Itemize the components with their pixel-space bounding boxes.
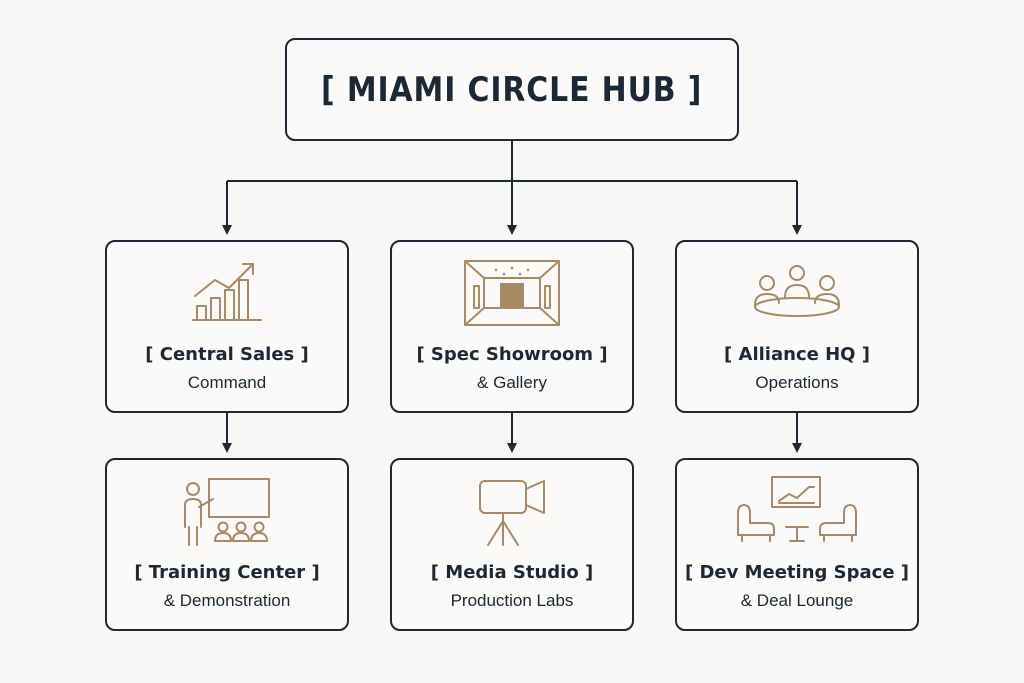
lounge-icon [737, 476, 857, 542]
node-subtitle: & Gallery [477, 373, 547, 392]
node-spec-showroom: [ Spec Showroom ] & Gallery [390, 240, 634, 413]
node-subtitle: & Demonstration [163, 591, 291, 610]
node-alliance-hq: [ Alliance HQ ] Operations [675, 240, 919, 413]
node-title: [ Alliance HQ ] [724, 344, 870, 365]
hub-box: [ MIAMI CIRCLE HUB ] [285, 38, 739, 141]
meeting-table-icon [754, 265, 840, 317]
node-dev-meeting-space: [ Dev Meeting Space ] & Deal Lounge [675, 458, 919, 631]
node-subtitle: & Deal Lounge [740, 591, 854, 610]
hub-title: [ MIAMI CIRCLE HUB ] [321, 69, 703, 110]
presenter-icon [184, 478, 270, 546]
node-media-studio: [ Media Studio ] Production Labs [390, 458, 634, 631]
node-title: [ Central Sales ] [145, 344, 309, 365]
showroom-icon [464, 260, 560, 326]
node-title: [ Spec Showroom ] [416, 344, 608, 365]
growth-chart-icon [192, 263, 262, 321]
node-subtitle: Command [187, 373, 267, 392]
video-camera-icon [479, 480, 545, 546]
node-subtitle: Production Labs [450, 591, 574, 610]
node-title: [ Dev Meeting Space ] [684, 562, 910, 583]
node-central-sales: [ Central Sales ] Command [105, 240, 349, 413]
node-subtitle: Operations [755, 373, 839, 392]
node-training-center: [ Training Center ] & Demonstration [105, 458, 349, 631]
node-title: [ Training Center ] [134, 562, 320, 583]
node-title: [ Media Studio ] [430, 562, 594, 583]
